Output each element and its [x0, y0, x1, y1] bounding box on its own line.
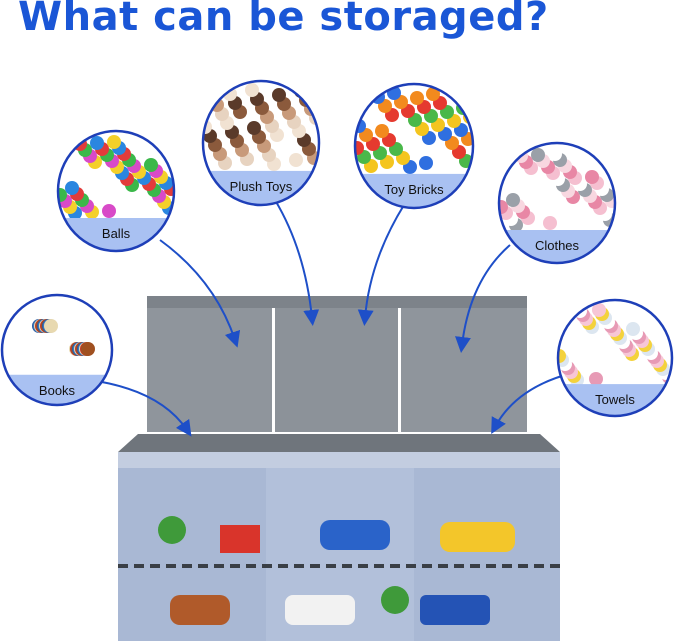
item-toy-bricks: Toy Bricks	[353, 82, 475, 210]
arrows	[89, 199, 566, 437]
box-body	[118, 452, 560, 641]
item-label: Toy Bricks	[384, 182, 444, 197]
item-balls: Balls	[56, 129, 176, 253]
item-label: Clothes	[535, 238, 580, 253]
item-towels: Towels	[556, 298, 674, 418]
item-label: Plush Toys	[230, 179, 293, 194]
item-label: Balls	[102, 226, 131, 241]
page-title: What can be storaged?	[18, 0, 549, 40]
item-plush-toys: Plush Toys	[201, 79, 321, 207]
item-label: Books	[39, 383, 76, 398]
item-books: Books	[0, 293, 114, 407]
folded-clothes-photo	[499, 144, 615, 232]
item-label: Towels	[595, 392, 635, 407]
item-clothes: Clothes	[497, 141, 617, 265]
plush-dolls-photo	[203, 82, 319, 171]
open-lids	[147, 296, 527, 432]
